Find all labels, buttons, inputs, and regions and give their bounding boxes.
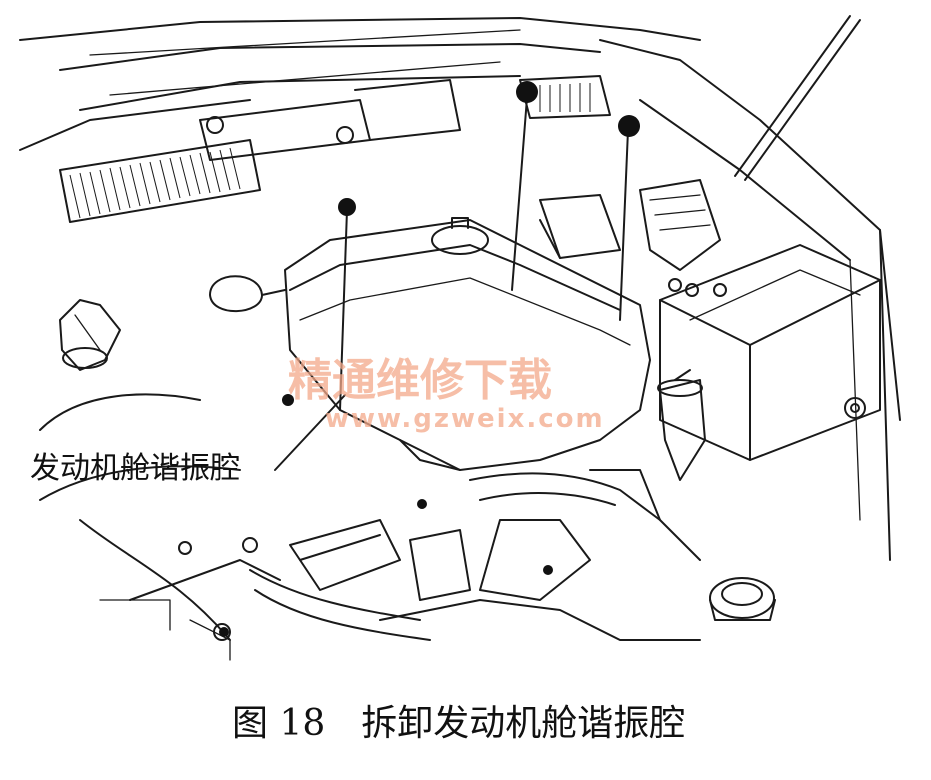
- callout-label: 发动机舱谐振腔: [30, 451, 240, 486]
- figure-caption: 图 18 拆卸发动机舱谐振腔: [232, 703, 685, 744]
- watermark: 精通维修下载 www.gzweix.com: [288, 355, 605, 434]
- watermark-url: www.gzweix.com: [325, 404, 605, 434]
- engine-bay-drawing: [19, 15, 901, 661]
- watermark-text: 精通维修下载: [288, 355, 552, 406]
